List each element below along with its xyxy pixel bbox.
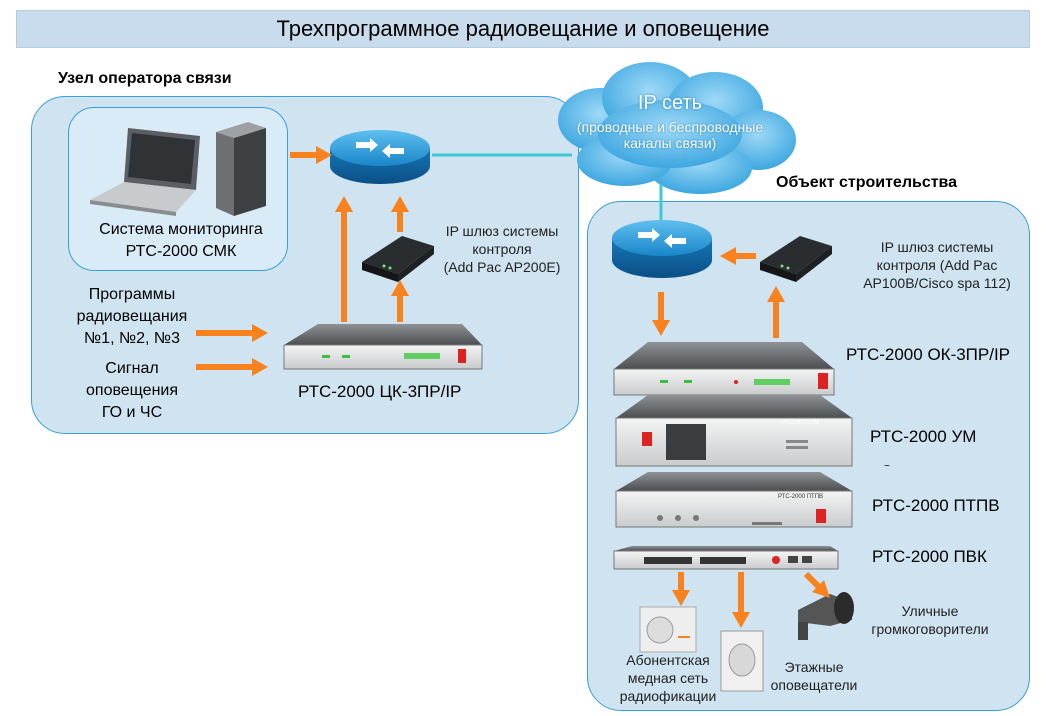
ptpv-panel-label: РТС-2000 ПТПВ xyxy=(778,494,824,500)
site-gateway-line-2: контроля (Add Pac xyxy=(876,257,998,273)
operator-router-icon xyxy=(330,130,430,184)
programs-line-2: радиовещания xyxy=(76,308,188,325)
page-title: Трехпрограммное радиовещание и оповещени… xyxy=(16,10,1030,48)
um-panel-label: РТС-2000 УМ xyxy=(782,420,820,426)
um-device-label: РТС-2000 УМ xyxy=(870,427,977,446)
tilde-mark: ~ xyxy=(884,461,890,472)
floor-speaker-icon xyxy=(720,630,764,692)
operator-gateway-label: IP шлюз системы контроля (Add Pac AP200E… xyxy=(432,222,572,276)
server-tower-icon xyxy=(216,122,266,216)
ok-3pr-device-label: РТС-2000 ОК-3ПР/IP xyxy=(846,345,1011,364)
um-amplifier-icon xyxy=(615,395,853,467)
site-gateway-icon xyxy=(760,236,832,282)
ok-3pr-device-icon xyxy=(613,342,835,396)
operator-gateway-line-1: IP шлюз системы xyxy=(445,223,559,239)
subscriber-network-label: Абонентская медная сеть радиофикации xyxy=(605,651,731,705)
monitoring-system-label: Система мониторинга РТС-2000 СМК xyxy=(76,219,286,263)
site-gateway-label: IP шлюз системы контроля (Add Pac AP100B… xyxy=(842,238,1032,292)
ptpv-device-icon xyxy=(615,472,853,528)
ptpv-device-label: РТС-2000 ПТПВ xyxy=(872,496,1000,515)
floor-speakers-line-1: Этажные xyxy=(784,659,844,675)
construction-site-heading: Объект строительства xyxy=(776,174,958,191)
street-speakers-label: Уличные громкоговорители xyxy=(855,602,1005,638)
ip-network-title: IP сеть xyxy=(637,92,703,114)
floor-speakers-label: Этажные оповещатели xyxy=(758,658,870,694)
programs-line-3: №1, №2, №3 xyxy=(84,330,180,347)
floor-speakers-line-2: оповещатели xyxy=(770,677,858,693)
signal-line-2: оповещения xyxy=(86,382,178,399)
signal-line-1: Сигнал xyxy=(105,360,159,377)
ip-network-subtitle-1: (проводные и беспроводные xyxy=(576,119,764,135)
ck-3pr-device-icon xyxy=(283,324,483,370)
monitoring-system-title: Система мониторинга xyxy=(99,221,263,238)
ip-network-cloud xyxy=(558,62,796,194)
subscriber-line-2: медная сеть xyxy=(627,670,709,686)
subscriber-speaker-icon xyxy=(639,606,697,653)
ip-network-label: IP сеть (проводные и беспроводные каналы… xyxy=(560,92,780,151)
operator-node-heading: Узел оператора связи xyxy=(58,70,232,87)
street-horn-icon xyxy=(798,592,854,640)
operator-gateway-icon xyxy=(362,236,434,282)
pvk-device-icon xyxy=(613,546,839,570)
site-router-icon xyxy=(612,220,712,278)
signal-arrows xyxy=(196,146,830,628)
site-gateway-line-1: IP шлюз системы xyxy=(880,239,994,255)
ip-network-subtitle-2: каналы связи) xyxy=(623,135,717,151)
subscriber-line-1: Абонентская xyxy=(626,652,710,668)
ck-3pr-device-label: РТС-2000 ЦК-3ПР/IP xyxy=(298,382,462,401)
subscriber-line-3: радиофикации xyxy=(619,688,717,704)
signal-line-3: ГО и ЧС xyxy=(101,404,163,421)
operator-gateway-line-2: контроля xyxy=(472,241,532,257)
operator-gateway-line-3: (Add Pac AP200E) xyxy=(443,259,561,275)
monitoring-system-model: РТС-2000 СМК xyxy=(125,243,237,260)
warning-signal-label: Сигнал оповещения ГО и ЧС xyxy=(52,358,212,424)
pvk-device-label: РТС-2000 ПВК xyxy=(872,547,987,566)
site-gateway-line-3: AP100B/Cisco spa 112) xyxy=(863,275,1011,291)
laptop-icon xyxy=(90,128,200,216)
programs-line-1: Программы xyxy=(88,286,176,303)
programs-label: Программы радиовещания №1, №2, №3 xyxy=(52,284,212,350)
street-speakers-line-2: громкоговорители xyxy=(871,621,989,637)
street-speakers-line-1: Уличные xyxy=(901,603,959,619)
